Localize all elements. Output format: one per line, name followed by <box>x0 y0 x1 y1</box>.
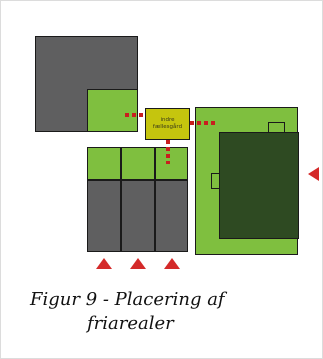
bottom-unit-2-building <box>121 180 155 252</box>
access-path-right <box>190 121 218 125</box>
arrow-up-3 <box>164 258 180 269</box>
arrow-up-2 <box>130 258 146 269</box>
access-path-down <box>166 140 170 164</box>
bottom-unit-3-building <box>155 180 188 252</box>
top-left-outdoor-area <box>87 89 138 132</box>
right-dark-building <box>219 132 299 239</box>
figure-caption: Figur 9 - Placering af friarealer <box>30 288 310 336</box>
bottom-unit-1-outdoor <box>87 147 121 180</box>
caption-line-2: friarealer <box>87 313 174 334</box>
courtyard-label-line-1: indre <box>160 117 175 123</box>
bottom-unit-1-building <box>87 180 121 252</box>
arrow-up-1 <box>96 258 112 269</box>
bottom-unit-2-outdoor <box>121 147 155 180</box>
caption-line-1: Figur 9 - Placering af <box>30 289 225 310</box>
arrow-left <box>308 167 319 181</box>
courtyard-label-line-2: fællesgård <box>152 124 183 130</box>
bottom-unit-3-outdoor <box>155 147 188 180</box>
access-path-left <box>125 113 145 117</box>
inner-courtyard-box: indre fællesgård <box>145 108 190 140</box>
